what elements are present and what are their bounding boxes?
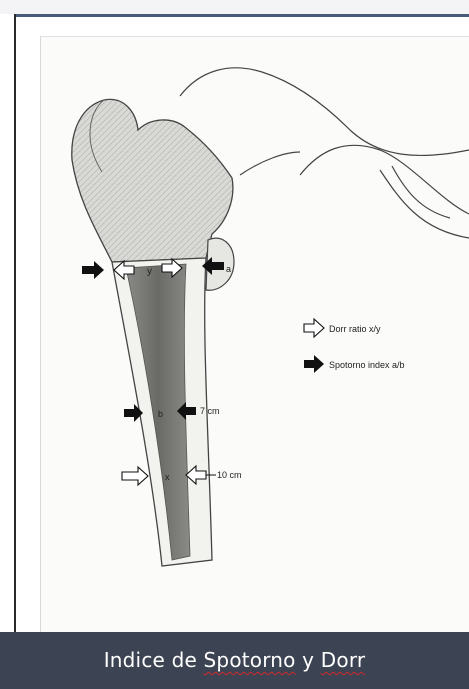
- legend-spotorno-label: Spotorno index a/b: [329, 360, 405, 370]
- label-a: a: [226, 264, 231, 274]
- label-7cm: 7 cm: [200, 406, 220, 416]
- femur-illustration: y a b x 7 cm 10 cm Dorr ratio x/y Spotor…: [0, 0, 469, 632]
- caption-bar: Indice de Spotorno y Dorr: [0, 632, 469, 689]
- caption-dorr: Dorr: [321, 648, 366, 672]
- label-10cm: 10 cm: [217, 470, 242, 480]
- caption-part-3: y: [296, 648, 321, 672]
- arrow-x-left-icon: [122, 467, 148, 485]
- legend-solid-arrow-icon: [304, 355, 324, 373]
- legend-dorr-label: Dorr ratio x/y: [329, 324, 381, 334]
- arrow-a-left-icon: [82, 261, 104, 279]
- label-b: b: [158, 409, 163, 419]
- label-x: x: [165, 472, 170, 482]
- caption-part-1: Indice de: [104, 648, 204, 672]
- greater-trochanter: [72, 99, 233, 262]
- legend: Dorr ratio x/y Spotorno index a/b: [304, 319, 405, 373]
- label-y: y: [147, 266, 152, 277]
- caption-spotorno: Spotorno: [204, 648, 296, 672]
- legend-open-arrow-icon: [304, 319, 324, 337]
- slide-caption: Indice de Spotorno y Dorr: [0, 648, 469, 672]
